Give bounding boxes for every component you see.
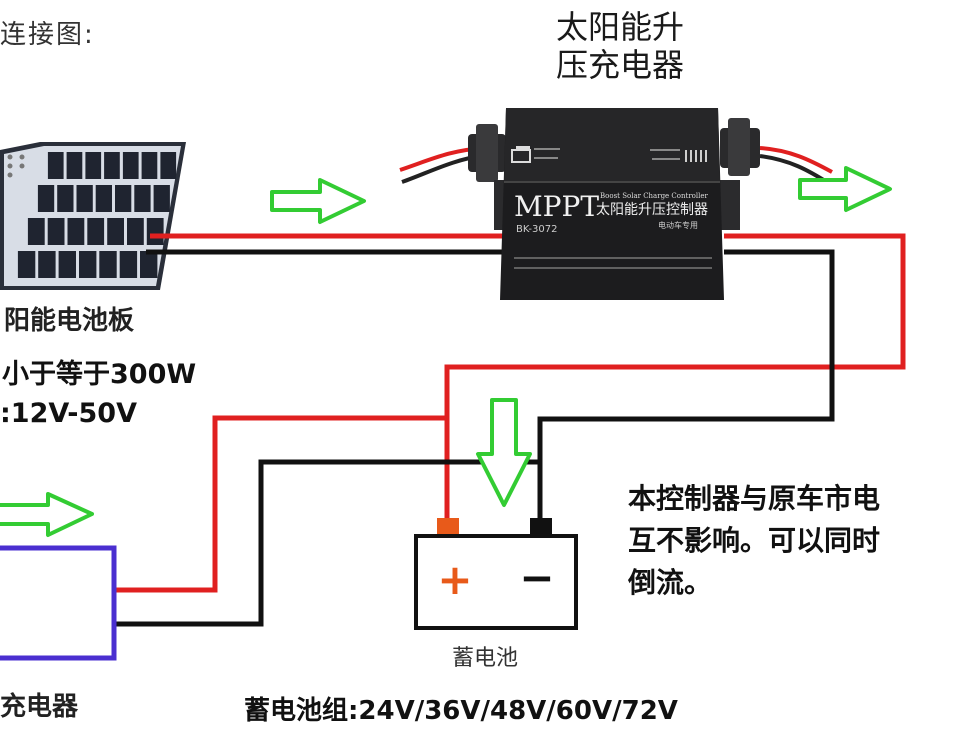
solar-cell — [79, 251, 97, 278]
controller-subtitle-en: Boost Solar Charge Controller — [600, 192, 709, 200]
mains-charger-label: 充电器 — [0, 692, 79, 722]
solar-cell — [104, 152, 120, 179]
battery-label: 蓄电池 — [452, 646, 519, 671]
solar-panel — [0, 142, 186, 290]
solar-cell — [66, 152, 83, 179]
solar-cell — [87, 218, 105, 245]
controller-right-red-lead — [759, 146, 833, 174]
diagram-title: 连接图: — [0, 20, 95, 50]
arrow-mains-input — [0, 492, 94, 537]
solar-cell — [160, 152, 177, 179]
controller-negative-output-wire — [537, 249, 835, 522]
battery-positive-terminal — [437, 518, 459, 536]
controller-tag: 电动车专用 — [658, 220, 698, 230]
panel-power-spec: 小于等于300W — [2, 359, 197, 390]
solar-cell — [85, 152, 102, 179]
note-line-1: 本控制器与原车市电 — [628, 482, 881, 515]
battery: + − — [414, 518, 578, 630]
solar-charger-title-line2: 压充电器 — [555, 46, 684, 84]
solar-cell — [146, 218, 164, 245]
note-line-2: 互不影响。可以同时 — [628, 524, 881, 557]
solar-cell — [47, 218, 65, 245]
solar-cell — [127, 218, 144, 245]
mppt-controller: MPPT Boost Solar Charge Controller 太阳能升压… — [468, 108, 760, 300]
solar-cell — [95, 185, 112, 212]
solar-panel-label: 阳能电池板 — [4, 306, 135, 336]
solar-cell — [141, 152, 158, 179]
panel-voltage-spec: :12V-50V — [0, 398, 137, 429]
solar-charger-title: 太阳能升 压充电器 — [520, 8, 720, 84]
solar-cell — [57, 185, 74, 212]
solar-cell — [107, 218, 124, 245]
arrow-down-to-battery — [476, 398, 532, 507]
mains-charger-box — [0, 545, 117, 661]
solar-cell — [119, 251, 138, 278]
battery-body — [414, 534, 578, 630]
battery-negative-terminal — [530, 518, 552, 536]
arrow-controller-output — [798, 166, 892, 212]
solar-cell — [47, 152, 64, 179]
solar-cell — [27, 218, 45, 245]
sun-rays — [7, 154, 25, 178]
solar-cell — [67, 218, 85, 245]
controller-subtitle-cn: 太阳能升压控制器 — [596, 202, 708, 218]
charger-negative-wire — [114, 459, 540, 627]
controller-model: BK-3072 — [516, 224, 557, 235]
battery-bank-spec: 蓄电池组:24V/36V/48V/60V/72V — [244, 696, 678, 726]
solar-charger-title-line1: 太阳能升 — [555, 8, 684, 46]
solar-cell — [99, 251, 117, 278]
solar-cell — [140, 251, 158, 278]
solar-cell — [134, 185, 151, 212]
solar-cell — [115, 185, 132, 212]
solar-cell — [76, 185, 93, 212]
flow-arrows — [0, 166, 892, 537]
solar-cell — [153, 185, 170, 212]
solar-cell — [37, 185, 55, 212]
controller-brand: MPPT — [514, 190, 599, 223]
solar-cell — [122, 152, 139, 179]
battery-minus-sign: − — [519, 553, 554, 602]
battery-plus-sign: + — [437, 555, 472, 604]
compatibility-note: 本控制器与原车市电 互不影响。可以同时 倒流。 — [628, 478, 880, 604]
note-line-3: 倒流。 — [628, 566, 713, 599]
charger-positive-wire — [114, 415, 447, 593]
solar-cell — [58, 251, 76, 278]
solar-cell — [38, 251, 56, 278]
solar-cell — [17, 251, 36, 278]
arrow-solar-to-controller — [270, 178, 366, 224]
